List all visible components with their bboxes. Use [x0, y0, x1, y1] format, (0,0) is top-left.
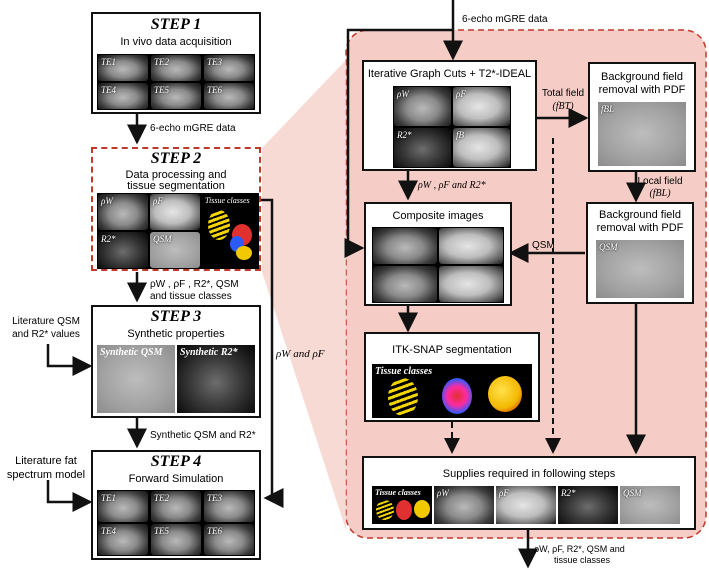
arrow2-label-line1: ρW , ρF , R2*, QSM [150, 279, 239, 290]
supplies-tissue-image: Tissue classes [372, 486, 432, 524]
total-field-line1: Total field [541, 88, 585, 99]
bg-removal-box-2: Background field removal with PDF QSM [586, 202, 694, 304]
supplies-rho-w-image: ρW [434, 486, 494, 524]
rho-f-image: ρF [150, 194, 200, 230]
qsm-image: QSM [596, 240, 684, 298]
itk-snap-box: ITK-SNAP segmentation Tissue classes [364, 332, 540, 422]
echo-image: TE4 [98, 524, 148, 555]
rho-w-image: ρW [394, 87, 451, 126]
step3-box: STEP 3 Synthetic properties Synthetic QS… [91, 305, 261, 418]
echo-image: TE5 [151, 524, 201, 555]
echo-image: TE3 [204, 491, 254, 522]
literature-qsm-line2: and R2* values [12, 329, 80, 340]
rho-f-image: ρF [453, 87, 510, 126]
composite-image [373, 228, 437, 264]
local-field-line2: (fBL) [649, 188, 671, 199]
synthetic-qsm-image: Synthetic QSM [97, 345, 175, 413]
composite-box: Composite images [364, 202, 512, 306]
step1-subtitle: In vivo data acquisition [120, 36, 232, 48]
echo-image: TE1 [98, 491, 148, 522]
tissue-classes-image: Tissue classes [372, 364, 532, 418]
step2-title: STEP 2 [150, 150, 202, 167]
igc-title: Iterative Graph Cuts + T2*-IDEAL [367, 68, 532, 80]
step3-subtitle: Synthetic properties [127, 328, 225, 340]
step4-title: STEP 4 [150, 453, 202, 470]
arrow2-label-line2: and tissue classes [150, 291, 232, 302]
bg2-title-line1: Background field [599, 209, 681, 221]
mid-label: ρW , ρF and R2* [418, 180, 486, 191]
echo-image: TE2 [151, 491, 201, 522]
igc-box: Iterative Graph Cuts + T2*-IDEAL ρW ρF R… [362, 60, 537, 171]
supplies-rho-f-image: ρF [496, 486, 556, 524]
r2star-image: R2* [98, 232, 148, 268]
step3-title: STEP 3 [150, 308, 202, 325]
arrow3-label: Synthetic QSM and R2* [150, 430, 256, 441]
supplies-box: Supplies required in following steps Tis… [362, 456, 696, 530]
composite-image [373, 266, 437, 302]
composite-image-grid [372, 227, 504, 303]
local-field-image: fBL [598, 102, 686, 166]
composite-image [439, 266, 503, 302]
bg2-title-line2: removal with PDF [596, 222, 684, 234]
echo-image: TE4 [98, 83, 148, 109]
rho-w-image: ρW [98, 194, 148, 230]
step1-box: STEP 1 In vivo data acquisition TE1 TE2 … [91, 12, 261, 114]
supplies-title: Supplies required in following steps [442, 468, 616, 480]
fb-image: fB [453, 128, 510, 167]
step4-subtitle: Forward Simulation [128, 473, 224, 485]
local-field-line1: Local field [637, 176, 683, 187]
zoom-wedge [262, 60, 346, 530]
side-loop-label: ρW and ρF [276, 348, 325, 360]
total-field-line2: (fBT) [552, 101, 574, 112]
bottom-output-label-line1: ρW, ρF, R2*, QSM and [534, 544, 625, 554]
step2-image-grid: ρW ρF R2* QSM Tissue classes [97, 193, 259, 269]
step4-echo-grid: TE1 TE2 TE3 TE4 TE5 TE6 [97, 490, 255, 556]
step2-subtitle-line2: tissue segmentation [127, 180, 225, 192]
literature-fat-line2: spectrum model [6, 469, 86, 481]
literature-qsm-line1: Literature QSM [12, 316, 80, 327]
echo-image: TE6 [204, 83, 254, 109]
echo-image: TE3 [204, 55, 254, 81]
r2star-image: R2* [394, 128, 451, 167]
supplies-r2star-image: R2* [558, 486, 618, 524]
step1-title: STEP 1 [150, 16, 202, 33]
step4-box: STEP 4 Forward Simulation TE1 TE2 TE3 TE… [91, 450, 261, 560]
step1-echo-grid: TE1 TE2 TE3 TE4 TE5 TE6 [97, 54, 255, 110]
synthetic-r2star-image: Synthetic R2* [177, 345, 255, 413]
qsm-image: QSM [150, 232, 200, 268]
bg1-title-line1: Background field [601, 71, 683, 83]
bg1-title-line2: removal with PDF [598, 84, 686, 96]
supplies-qsm-image: QSM [620, 486, 680, 524]
echo-image: TE1 [98, 55, 148, 81]
echo-image: TE6 [204, 524, 254, 555]
composite-title: Composite images [392, 210, 484, 222]
composite-image [439, 228, 503, 264]
step2-subtitle-line1: Data processing and [125, 169, 227, 181]
bg-removal-box-1: Background field removal with PDF fBL [588, 62, 696, 172]
top-input-label: 6-echo mGRE data [462, 14, 548, 25]
echo-image: TE2 [151, 55, 201, 81]
step2-box: STEP 2 Data processing and tissue segmen… [91, 147, 261, 271]
itk-title: ITK-SNAP segmentation [392, 344, 512, 356]
literature-fat-line1: Literature fat [15, 455, 77, 467]
arrow1-label: 6-echo mGRE data [150, 123, 236, 134]
tissue-classes-image: Tissue classes [202, 194, 258, 268]
bottom-output-label-line2: tissue classes [554, 555, 611, 565]
qsm-arrow-label: QSM [532, 240, 555, 251]
echo-image: TE5 [151, 83, 201, 109]
igc-image-grid: ρW ρF R2* fB [393, 86, 511, 168]
